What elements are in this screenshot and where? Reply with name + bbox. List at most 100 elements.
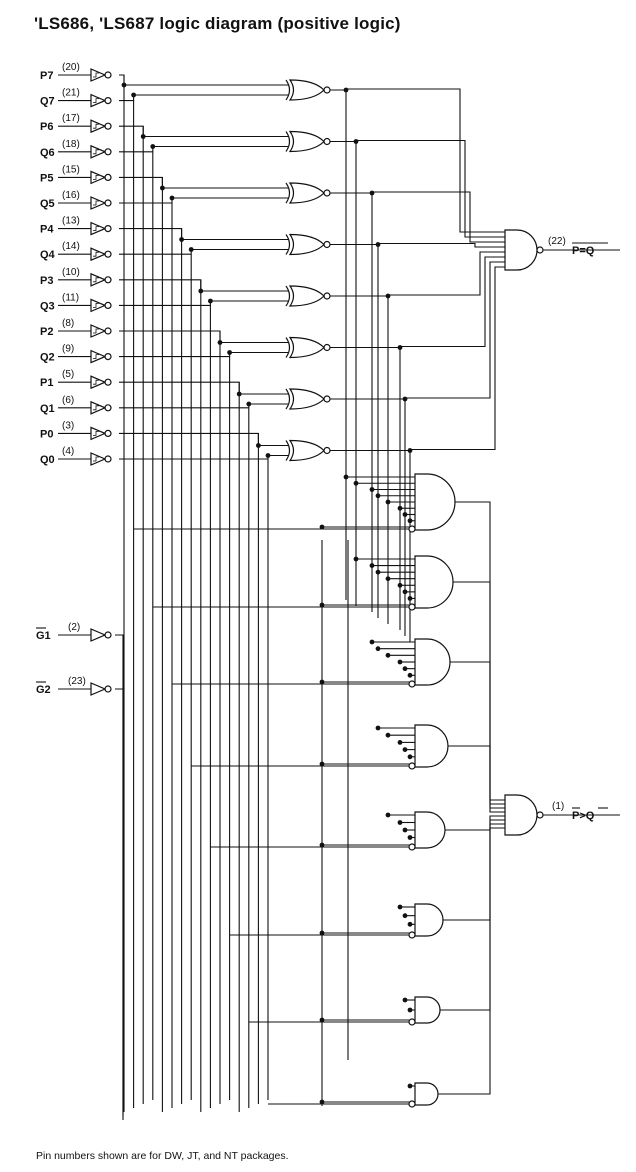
junction-dot [407, 921, 413, 927]
junction-dot [319, 1017, 325, 1023]
bus-line [119, 279, 202, 1112]
junction-dot [385, 293, 391, 299]
pin-number: (17) [62, 113, 80, 124]
input-buffer [90, 426, 112, 441]
xnor-input-wire [238, 382, 288, 395]
pin-number: (22) [548, 236, 566, 247]
junction-dot [402, 747, 408, 752]
junction-dot [369, 190, 375, 196]
and-gate [414, 555, 454, 609]
junction-dot [160, 185, 165, 191]
junction-dot [407, 835, 413, 840]
bus-line [119, 176, 163, 1112]
junction-dot [150, 144, 156, 149]
enable-wire [115, 688, 124, 1120]
xnor-input-wire [142, 126, 288, 138]
input-label: Q2 [40, 352, 55, 364]
junction-dot [375, 569, 381, 575]
enable-buffer [90, 682, 112, 696]
junction-dot [131, 92, 137, 98]
input-buffer [90, 170, 112, 185]
pin-number: (8) [62, 318, 74, 329]
junction-dot [319, 602, 325, 608]
xnor-input-wire [200, 279, 288, 292]
xnor-gate [285, 182, 331, 204]
eq-route [356, 139, 505, 238]
eq-route [378, 242, 505, 248]
junction-dot [121, 82, 127, 88]
junction-dot [407, 672, 413, 678]
junction-dot [402, 913, 408, 919]
bus-line [119, 100, 135, 1108]
junction-dot [217, 340, 223, 345]
xnor-output-wire [330, 346, 401, 630]
and-gate [414, 724, 449, 768]
input-label: P1 [40, 377, 53, 389]
junction-dot [407, 754, 413, 760]
junction-dot [319, 679, 325, 685]
xnor-output-wire [330, 449, 411, 642]
eq-route [346, 88, 505, 233]
junction-dot [402, 512, 408, 517]
xnor-gate [285, 233, 331, 256]
junction-dot [343, 474, 349, 480]
junction-dot [385, 576, 391, 582]
enable-wire [115, 634, 124, 1116]
input-buffer [90, 247, 112, 262]
junction-dot [397, 659, 403, 665]
junction-dot [402, 589, 408, 595]
input-buffer [90, 68, 112, 82]
enable-label: G2 [36, 684, 51, 696]
xnor-input-wire [181, 228, 288, 241]
pin-number: (1) [552, 801, 564, 812]
xnor-output-wire [330, 89, 347, 600]
xnor-output-wire [330, 295, 389, 624]
xnor-input-wire [171, 197, 288, 203]
input-buffer [90, 452, 112, 466]
junction-dot [319, 761, 325, 767]
xnor-gate [285, 130, 331, 153]
pin-number: (5) [62, 369, 74, 380]
and-output-wire [443, 819, 505, 921]
xnor-output-wire [330, 398, 406, 636]
inverter-bubble [408, 680, 416, 688]
input-buffer [90, 349, 112, 364]
input-buffer [90, 196, 112, 210]
junction-dot [236, 391, 242, 397]
junction-dot [319, 1099, 325, 1105]
input-label: Q7 [40, 96, 55, 108]
input-label: Q6 [40, 147, 55, 159]
junction-dot [369, 563, 375, 568]
xnor-input-wire [248, 403, 288, 408]
xnor-gate [285, 388, 331, 410]
xnor-gate [285, 439, 331, 462]
nand-gate-equal [504, 229, 544, 271]
input-label: Q0 [40, 454, 55, 466]
junction-dot [319, 930, 325, 936]
xnor-input-wire [161, 177, 288, 189]
xnor-input-wire [209, 300, 288, 306]
diagram-title: 'LS686, 'LS687 logic diagram (positive l… [34, 14, 401, 33]
inverter-bubble [408, 843, 416, 851]
input-buffer [90, 144, 112, 159]
bus-line [119, 202, 173, 1108]
pin-number: (11) [62, 292, 79, 303]
junction-dot [353, 139, 359, 144]
junction-dot [375, 493, 381, 499]
eq-route [405, 261, 505, 399]
xnor-gate [285, 336, 331, 359]
junction-dot [397, 505, 403, 511]
and-output-wire [455, 501, 505, 801]
xnor-input-wire [257, 433, 288, 447]
inverter-bubble [408, 1018, 416, 1026]
and-gate [414, 903, 444, 937]
xnor-input-wire [133, 94, 288, 101]
input-buffer [90, 93, 112, 108]
bus-line [119, 458, 269, 1100]
junction-dot [343, 87, 349, 93]
junction-dot [208, 298, 213, 304]
enable-buffer [90, 628, 112, 642]
footnote: Pin numbers shown are for DW, JT, and NT… [36, 1150, 289, 1162]
pin-number: (20) [62, 62, 80, 73]
